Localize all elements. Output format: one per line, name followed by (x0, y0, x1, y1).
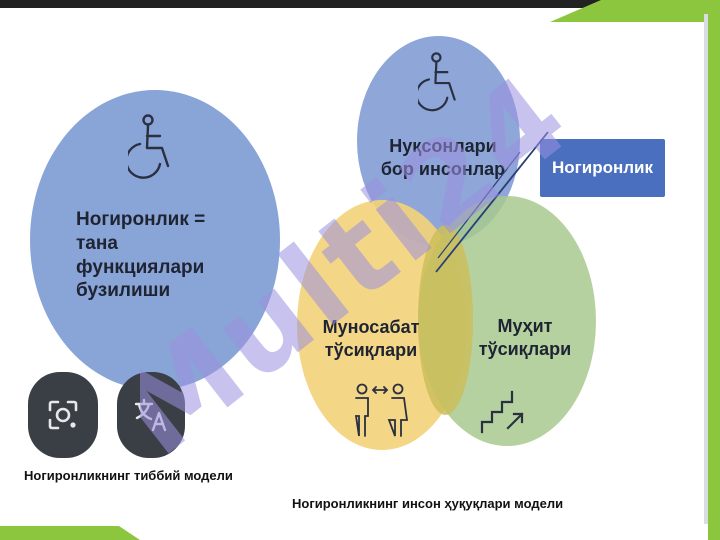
translate-button[interactable] (117, 372, 185, 458)
disabled-people-label: Нуқсонлари бор инсонлар (380, 136, 506, 179)
nogironlik-box: Ногиронлик (540, 139, 665, 197)
attitude-barriers-label: Муносабат тўсиқлари (322, 317, 420, 360)
stairs-icon (480, 390, 524, 434)
circles-overlap (418, 225, 473, 415)
wheelchair-icon (128, 114, 170, 179)
wheelchair-icon (418, 52, 456, 112)
human-rights-model-caption: Ногиронликнинг инсон ҳуқуқлари модели (292, 496, 564, 511)
medical-model-caption: Ногиронликнинг тиббий модели (24, 468, 233, 483)
slide-accent-bottom-left (0, 526, 140, 540)
google-lens-button[interactable] (28, 372, 98, 458)
slide-accent-right-edge (708, 0, 720, 540)
translate-icon (134, 398, 167, 432)
medical-model-text: Ногиронлик = тана функциялари бузилиши (76, 209, 206, 302)
medical-model-circle (30, 90, 280, 390)
top-frame-bar (0, 0, 720, 8)
image-border (704, 14, 708, 524)
environment-barriers-label: Муҳит тўсиқлари (478, 316, 572, 359)
people-arrows-icon (354, 383, 409, 437)
google-lens-icon (48, 400, 78, 430)
slide-accent-top-right (550, 0, 720, 22)
